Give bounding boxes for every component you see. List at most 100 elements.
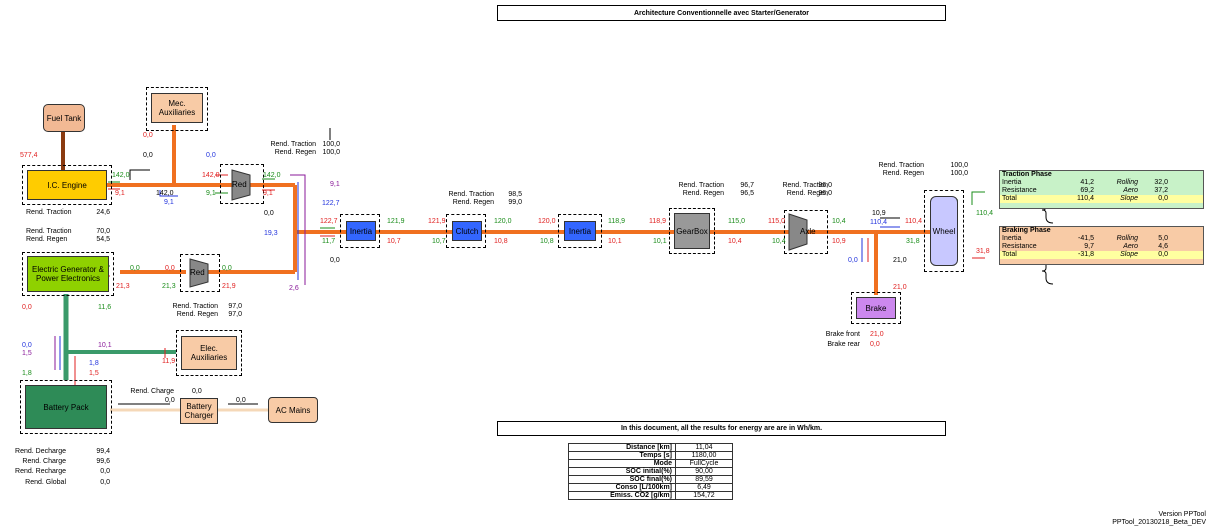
red1-label[interactable]: Red: [232, 180, 247, 189]
results-key: Distance [km]: [568, 443, 676, 452]
flow-ax-k: 10,9: [872, 210, 886, 217]
results-value: 6,49: [675, 483, 733, 492]
axle-label[interactable]: Axle: [800, 227, 816, 236]
braking-phase-title: Braking Phase: [1002, 227, 1051, 234]
flow-ax-g: 10,4: [772, 238, 786, 245]
brake-frame: [851, 292, 901, 324]
bat-rend-recharge-label: Rend. Recharge: [15, 468, 66, 475]
elec-auxiliaries[interactable]: Elec. Auxiliaries: [181, 336, 237, 370]
results-row: Conso [L/100km]6,49: [568, 483, 733, 492]
flow-in1-out-g: 121,9: [387, 218, 405, 225]
electric-generator[interactable]: Electric Generator & Power Electronics: [27, 256, 109, 292]
axle-shape: [788, 213, 808, 251]
traction-phase-title: Traction Phase: [1002, 171, 1052, 178]
results-value: 89,59: [675, 475, 733, 484]
ac-mains[interactable]: AC Mains: [268, 397, 318, 423]
wheel[interactable]: Wheel: [930, 196, 958, 266]
egen-frame: [22, 252, 114, 296]
flow-fuel: 577,4: [20, 152, 38, 159]
flow-bat-p: 1,5: [22, 350, 32, 357]
red2-shape: [189, 258, 209, 288]
flow-wh-traction: 110,4: [976, 210, 993, 217]
axle-frame: [784, 210, 828, 254]
bat-rend-decharge-label: Rend. Decharge: [15, 448, 66, 455]
gearbox-frame: [669, 208, 715, 254]
mec-auxiliaries[interactable]: Mec. Auxiliaries: [151, 93, 203, 123]
flow-ac-k: 0,0: [236, 397, 246, 404]
brake[interactable]: Brake: [856, 297, 896, 319]
clutch-rend-traction: 98,5: [508, 191, 522, 198]
flow-in2-out-g: 118,9: [608, 218, 625, 225]
red2-label[interactable]: Red: [190, 268, 205, 277]
ice-rend-traction: 24,6: [96, 209, 110, 216]
axle-rend-regen: 96,0: [818, 190, 832, 197]
inertia-2[interactable]: Inertia: [564, 221, 596, 241]
axle-rend-regen-label: Rend. Regen: [786, 190, 828, 197]
clutch[interactable]: Clutch: [452, 221, 482, 241]
flow-in2-r: 120,0: [538, 218, 556, 225]
energy-units-note: In this document, all the results for en…: [497, 421, 946, 436]
flow-ax-out-g: 10,4: [832, 218, 846, 225]
flow-in1-out-r: 10,7: [387, 238, 401, 245]
battery-frame: [20, 380, 112, 434]
fuel-tank[interactable]: Fuel Tank: [43, 104, 85, 132]
flow-mecaux-k: 0,0: [143, 152, 153, 159]
ic-engine[interactable]: I.C. Engine: [27, 170, 107, 200]
red2-rend-regen-label: Rend. Regen: [176, 311, 218, 318]
flow-wh-r: 110,4: [905, 218, 922, 225]
gearbox-rend-regen-label: Rend. Regen: [682, 190, 724, 197]
flow-cl-out-g: 120,0: [494, 218, 512, 225]
flow-in2-g: 10,8: [540, 238, 554, 245]
charger-rend-charge: 0,0: [192, 388, 202, 395]
ice-rend-traction-label: Rend. Traction: [26, 209, 72, 216]
clutch-rend-regen-label: Rend. Regen: [452, 199, 494, 206]
red2-frame: [180, 254, 220, 292]
flow-gb-out-r: 10,4: [728, 238, 742, 245]
brake-rear-value: 0,0: [870, 341, 880, 348]
bat-rend-decharge: 99,4: [96, 448, 110, 455]
flow-b0: 0,0: [206, 152, 216, 159]
results-row: Emiss. CO2 [g/km]154,72: [568, 491, 733, 500]
wheel-frame: [924, 190, 964, 272]
red1-shape: [231, 169, 251, 201]
red1-rend-traction-label: Rend. Traction: [270, 141, 316, 148]
wheel-rend-regen-label: Rend. Regen: [882, 170, 924, 177]
results-key: Mode: [568, 459, 676, 468]
flow-ch-k: 0,0: [165, 397, 175, 404]
flow-mid-b2: 122,7: [322, 200, 340, 207]
flow-mid-b: 19,3: [264, 230, 278, 237]
flow-wh-g: 31,8: [906, 238, 920, 245]
wheel-rend-traction: 100,0: [950, 162, 968, 169]
flow-eg-g: 0,0: [130, 265, 140, 272]
flow-ice-k: 142,0: [156, 190, 174, 197]
flow-eg-g2: 11,6: [98, 304, 112, 311]
flow-red1-out-r: 9,1: [263, 190, 273, 197]
red1-frame: [220, 164, 264, 204]
charger-rend-charge-label: Rend. Charge: [130, 388, 174, 395]
battery-charger[interactable]: Battery Charger: [180, 398, 218, 424]
results-key: Temps [s]: [568, 451, 676, 460]
flow-ice-r: 9,1: [115, 190, 125, 197]
flow-red2-out-g: 0,0: [222, 265, 232, 272]
flow-in1-r: 122,7: [320, 218, 338, 225]
bat-rend-charge: 99,6: [96, 458, 110, 465]
results-key: Conso [L/100km]: [568, 483, 676, 492]
inertia-1[interactable]: Inertia: [346, 221, 376, 241]
flow-gb-g: 10,1: [653, 238, 667, 245]
flow-br-b: 0,0: [848, 257, 858, 264]
flow-eaux-r: 11,9: [162, 358, 176, 365]
flow-cl-g: 10,7: [432, 238, 446, 245]
brake-rear-label: Brake rear: [827, 341, 860, 348]
results-value: 11,04: [675, 443, 733, 452]
flow-gb-r: 118,9: [649, 218, 666, 225]
flow-wh-braking: 31,8: [976, 248, 990, 255]
flow-red2-r: 0,0: [165, 265, 175, 272]
gearbox[interactable]: GearBox: [674, 213, 710, 249]
battery-pack[interactable]: Battery Pack: [25, 385, 107, 429]
flow-eg-r: 21,3: [116, 283, 130, 290]
brake-front-label: Brake front: [825, 331, 860, 338]
